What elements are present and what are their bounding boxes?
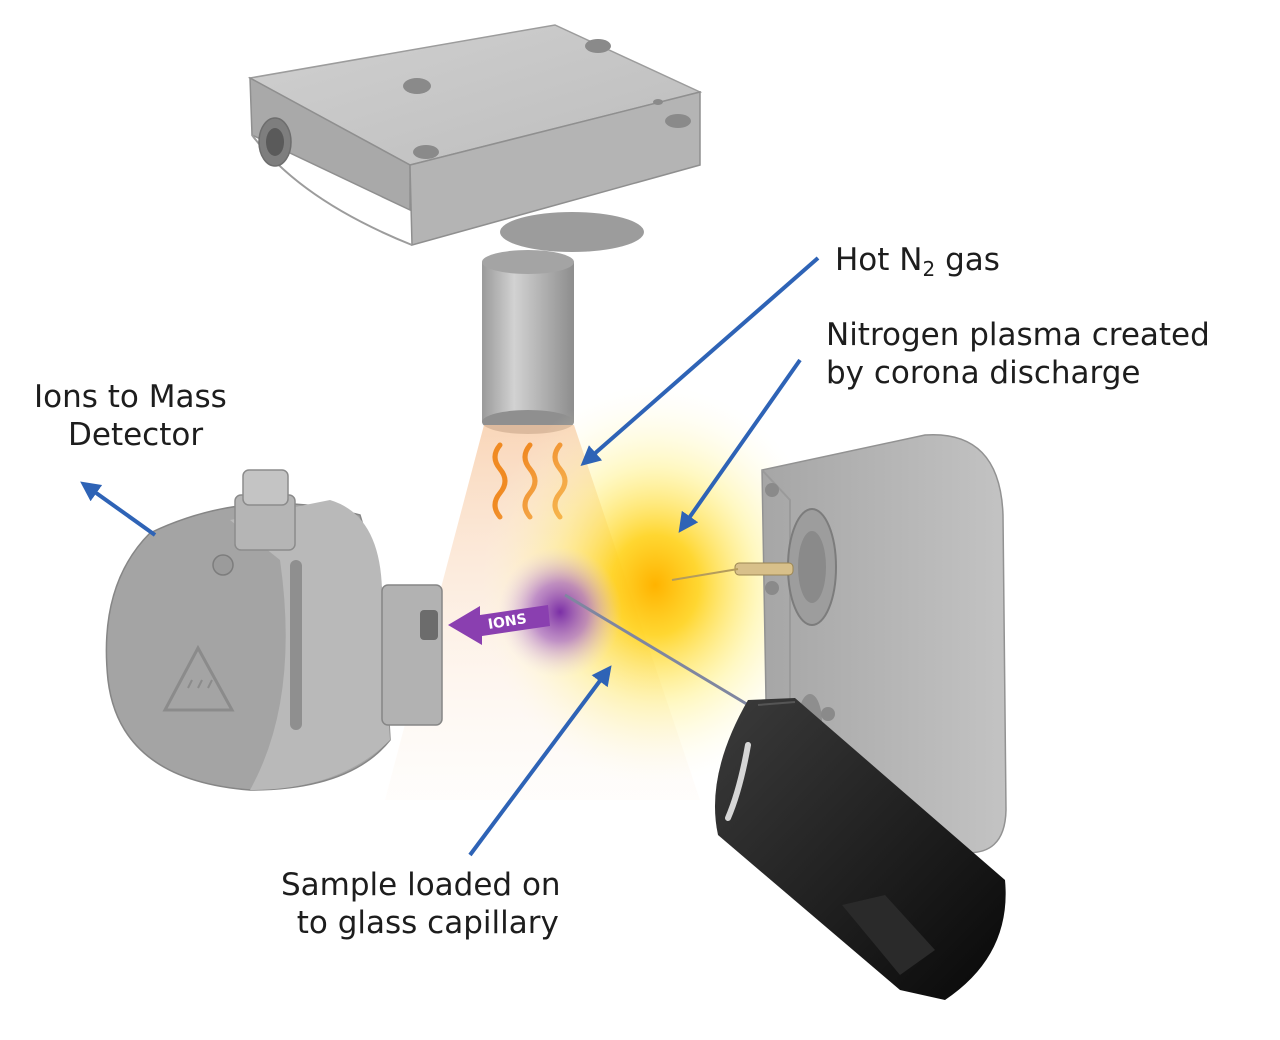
arrow-sample xyxy=(468,665,612,857)
heater-block xyxy=(247,24,703,434)
label-ions-to-mass-detector: Ions to Mass Detector xyxy=(34,378,227,454)
label-plasma-line2: by corona discharge xyxy=(826,355,1141,391)
label-hot-n2-prefix: Hot N xyxy=(835,242,923,278)
ions-arrow-label: IONS xyxy=(487,611,528,633)
glass-capillary xyxy=(564,593,761,714)
ions-cloud xyxy=(498,547,622,677)
label-sample-line1: Sample loaded on xyxy=(281,867,561,903)
label-sample-line2: to glass capillary xyxy=(296,905,559,941)
arrow-ions-detector xyxy=(80,481,157,537)
label-ions-line2: Detector xyxy=(68,417,204,453)
sample-holder xyxy=(714,698,1006,1000)
arrow-plasma xyxy=(678,358,802,533)
label-nitrogen-plasma: Nitrogen plasma created by corona discha… xyxy=(826,316,1210,392)
label-hot-n2-gas: Hot N2 gas xyxy=(835,241,1000,288)
ion-inlet-assembly xyxy=(105,469,443,791)
label-hot-n2-suffix: gas xyxy=(935,242,1000,278)
label-plasma-line1: Nitrogen plasma created xyxy=(826,317,1210,353)
ions-arrow: IONS xyxy=(448,605,550,645)
arrow-hot-gas xyxy=(580,256,820,466)
nitrogen-plasma xyxy=(480,385,830,785)
label-hot-n2-subscript: 2 xyxy=(922,257,936,281)
callout-arrows xyxy=(80,256,820,857)
label-sample-capillary: Sample loaded on to glass capillary xyxy=(281,866,561,942)
label-ions-line1: Ions to Mass xyxy=(34,379,227,415)
